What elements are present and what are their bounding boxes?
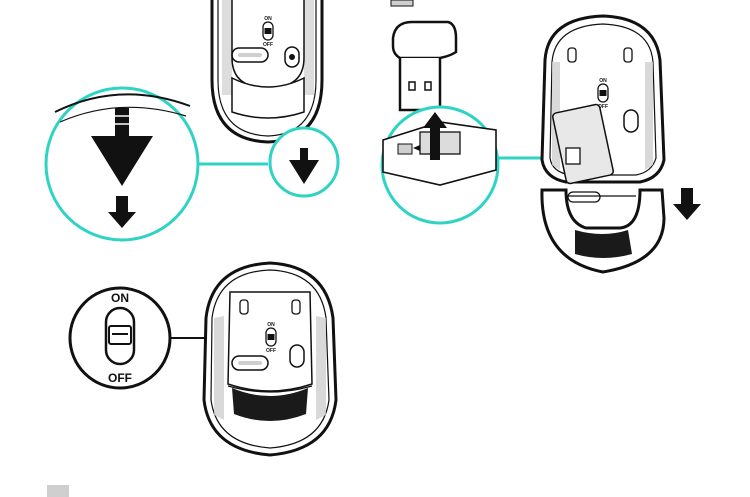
mouse-bottom-view: ON OFF — [202, 261, 338, 457]
panel-power-switch: ON OFF ON OFF — [68, 261, 338, 457]
arrow-down-icon — [108, 196, 136, 228]
bottom-switch-on-label: ON — [267, 322, 275, 328]
switch-off-label: OFF — [108, 371, 132, 385]
arrow-up-icon — [423, 112, 447, 160]
arrow-down-icon-right — [673, 188, 701, 220]
panel-remove-cover: ON OFF — [44, 0, 340, 242]
mouse-open-cover: ON OFF — [540, 14, 666, 274]
mouse-top-left: ON OFF — [210, 0, 324, 144]
panel-remove-receiver: ON OFF — [380, 0, 701, 274]
mini-switch-off-label: OFF — [263, 42, 273, 48]
open-switch-on-label: ON — [599, 78, 607, 84]
open-switch-off-label: OFF — [598, 104, 608, 110]
mini-switch-on-label: ON — [264, 16, 272, 22]
cover-tab-arrow-large — [91, 108, 153, 186]
switch-on-label: ON — [111, 291, 129, 305]
usb-receiver-icon — [391, 20, 458, 112]
bottom-switch-off-label: OFF — [266, 348, 276, 354]
